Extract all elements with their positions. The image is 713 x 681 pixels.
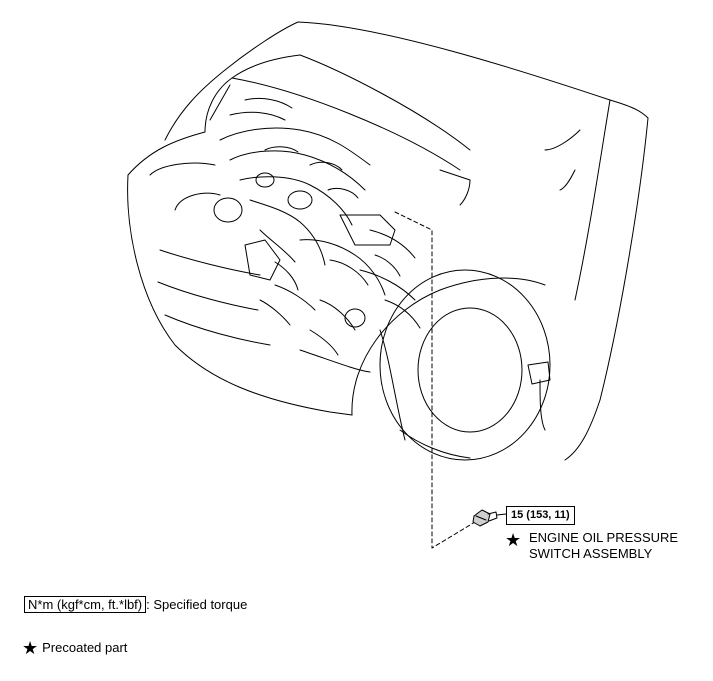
front-panels	[149, 162, 371, 373]
hood	[204, 54, 471, 206]
front-wheel	[351, 269, 551, 461]
part-name-line2: SWITCH ASSEMBLY	[529, 546, 653, 561]
oil-pressure-switch	[472, 509, 507, 527]
part-label: ★ ENGINE OIL PRESSURE SWITCH ASSEMBLY	[505, 530, 678, 562]
part-name-line1: ENGINE OIL PRESSURE	[529, 530, 679, 545]
engine-assembly	[219, 97, 421, 356]
legend-precoat-desc: Precoated part	[42, 640, 128, 655]
star-icon: ★	[505, 530, 522, 550]
legend-precoat: ★Precoated part	[22, 639, 127, 657]
car-body	[127, 21, 649, 461]
torque-spec-box: 15 (153, 11)	[506, 506, 575, 525]
star-icon: ★	[22, 638, 39, 658]
legend-torque: N*m (kgf*cm, ft.*lbf): Specified torque	[24, 596, 247, 613]
legend-torque-unit: N*m (kgf*cm, ft.*lbf)	[24, 596, 147, 613]
legend-torque-desc: : Specified torque	[146, 597, 248, 612]
leader-line	[394, 211, 476, 549]
